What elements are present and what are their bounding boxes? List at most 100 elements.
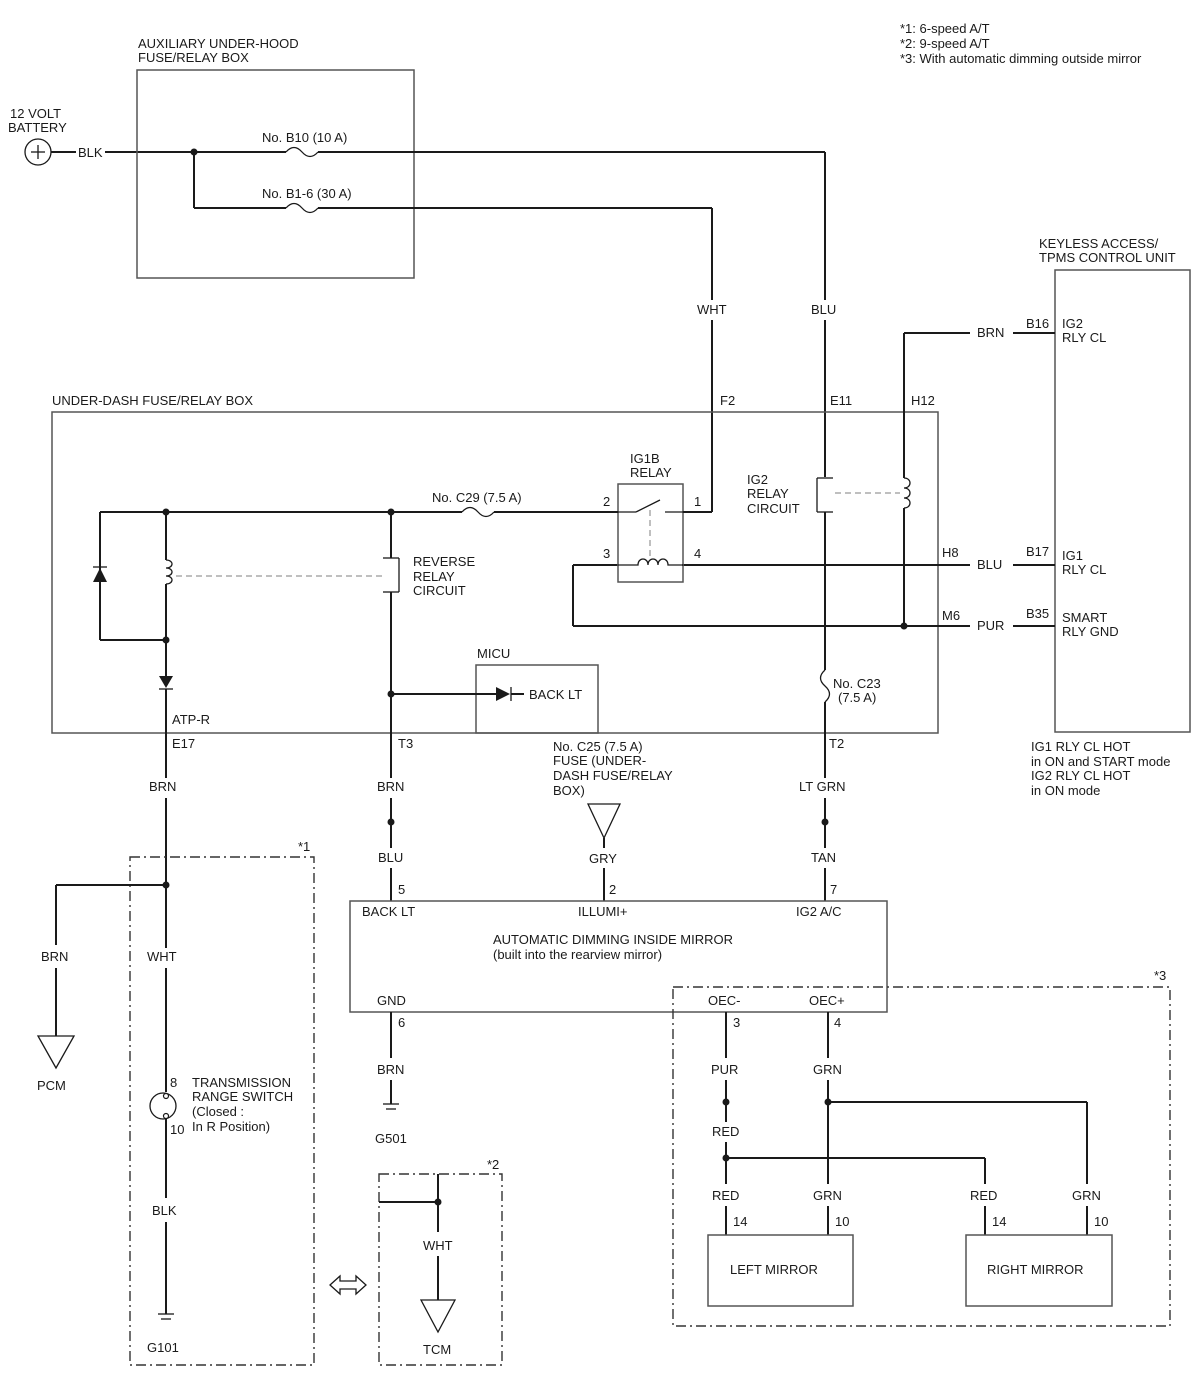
keyless-note-2: in ON and START mode [1031,754,1170,769]
mirror-pin-gnd: GND [377,993,406,1008]
ig1b-relay-contact-icon [618,499,683,556]
fuse-b1-6-symbol-icon [285,202,319,214]
relay-pin-1: 1 [694,494,701,509]
pcm-symbol-icon [36,1035,76,1070]
pin-6: 6 [398,1015,405,1030]
fuse-b1-6-label: No. B1-6 (30 A) [262,186,352,201]
left-mirror-label: LEFT MIRROR [730,1262,818,1277]
fuse-b10-symbol-icon [285,146,319,158]
rm-pin-14: 14 [992,1214,1006,1229]
mirror-pin-ig2ac: IG2 A/C [796,904,842,919]
ig2-relay-coil-icon [903,477,911,509]
wire-red-rm: RED [970,1188,997,1203]
ground-g501-icon [383,1103,399,1110]
under-dash-fuse-relay-box [51,411,939,734]
fuse-c25-label-4: BOX) [553,783,585,798]
wire-blk-g101: BLK [152,1203,177,1218]
reverse-relay-coil-icon [165,559,173,585]
wire-brn-e17: BRN [149,779,176,794]
conn-b17: B17 [1026,544,1049,559]
wire-grn-rm: GRN [1072,1188,1101,1203]
pcm-label: PCM [37,1078,66,1093]
conn-e11: E11 [830,393,852,408]
ground-g101-icon [158,1313,174,1320]
conn-h12: H12 [911,393,935,408]
lm-pin-10: 10 [835,1214,849,1229]
aux-fuse-relay-box [136,69,415,279]
wire-brn-b16: BRN [977,325,1004,340]
ground-g101-label: G101 [147,1340,179,1355]
ig1b-relay-label-1: IG1B [630,451,660,466]
battery-symbol-icon [24,138,52,166]
reverse-relay-switch-icon [383,557,400,593]
pin-2-illumi: 2 [609,882,616,897]
ground-g501-label: G501 [375,1131,407,1146]
keyless-pin-smart-2: RLY GND [1062,624,1119,639]
keyless-note-1: IG1 RLY CL HOT [1031,739,1131,754]
note-auto-dimming: *3: With automatic dimming outside mirro… [900,51,1142,66]
wire-wht-trs: WHT [147,949,177,964]
trs-label-2: RANGE SWITCH [192,1089,293,1104]
conn-m6: M6 [942,608,960,623]
mirror-pin-oec-plus: OEC+ [809,993,845,1008]
pin-7: 7 [830,882,837,897]
wire-blk-battery: BLK [78,145,103,160]
mirror-pin-back-lt: BACK LT [362,904,415,919]
conn-t2: T2 [829,736,844,751]
alternate-arrow-icon [329,1274,367,1296]
pin-5: 5 [398,882,405,897]
keyless-note-4: in ON mode [1031,783,1100,798]
section-6speed-at [129,856,315,1366]
fuse-c29-symbol-icon [461,506,495,518]
wire-red-junction: RED [712,1124,739,1139]
battery-label-1: 12 VOLT [10,106,61,121]
wire-grn-4: GRN [813,1062,842,1077]
fuse-c29-label: No. C29 (7.5 A) [432,490,522,505]
conn-h8: H8 [942,545,959,560]
ig1b-relay-coil-icon [618,558,683,566]
keyless-pin-ig2-2: RLY CL [1062,330,1106,345]
relay-pin-4: 4 [694,546,701,561]
keyless-pin-ig1-1: IG1 [1062,548,1083,563]
trs-label-3: (Closed : [192,1104,244,1119]
wire-tan-t2: TAN [811,850,836,865]
right-mirror-box [965,1234,1113,1307]
note-9speed: *2: 9-speed A/T [900,36,990,51]
ig1b-relay-box [617,483,684,583]
section-outside-mirror [672,986,1171,1327]
keyless-pin-ig1-2: RLY CL [1062,562,1106,577]
reverse-relay-label-1: REVERSE [413,554,475,569]
wire-wht-ig1b: WHT [697,302,727,317]
pin-4: 4 [834,1015,841,1030]
trs-label-1: TRANSMISSION [192,1075,291,1090]
conn-e17: E17 [172,736,195,751]
diode-atp-r-icon [159,676,173,688]
wire-blu-t3: BLU [378,850,403,865]
automatic-dimming-inside-mirror [349,900,888,1013]
pin-8: 8 [170,1075,177,1090]
conn-b16: B16 [1026,316,1049,331]
fuse-c25-source-icon [586,803,622,840]
battery-label-2: BATTERY [8,120,67,135]
wire-brn-pcm: BRN [41,949,68,964]
ig1b-relay-label-2: RELAY [630,465,672,480]
micu-back-lt-label: BACK LT [529,687,582,702]
lm-pin-14: 14 [733,1214,747,1229]
micu-label: MICU [477,646,510,661]
fuse-c23-label-1: No. C23 [833,676,881,691]
fuse-c25-label-2: FUSE (UNDER- [553,753,646,768]
right-mirror-label: RIGHT MIRROR [987,1262,1084,1277]
keyless-pin-smart-1: SMART [1062,610,1107,625]
wire-grn-lm: GRN [813,1188,842,1203]
mirror-pin-oec-minus: OEC- [708,993,741,1008]
ig2-relay-switch-icon [816,477,833,513]
keyless-pin-ig2-1: IG2 [1062,316,1083,331]
wire-ltgrn-t2: LT GRN [799,779,845,794]
mark-2: *2 [487,1157,499,1172]
aux-box-title-1: AUXILIARY UNDER-HOOD [138,36,299,51]
micu-back-lt-diode-icon [496,687,510,701]
atp-r-label: ATP-R [172,712,210,727]
keyless-title-1: KEYLESS ACCESS/ [1039,236,1159,251]
keyless-note-3: IG2 RLY CL HOT [1031,768,1131,783]
